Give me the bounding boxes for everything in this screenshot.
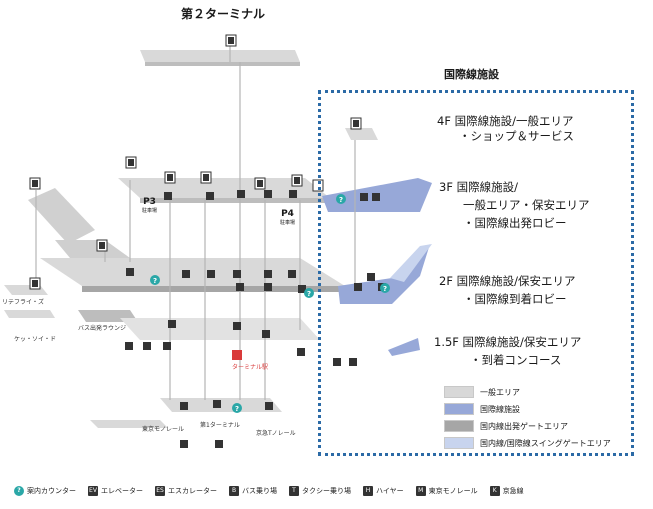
- legend-swatch-international: [444, 403, 474, 415]
- legend-label-international: 国際線施設: [480, 404, 520, 414]
- floor-1f-plate: [120, 318, 320, 340]
- floor-4f-desc: 4F 国際線施設/一般エリア ・ショップ＆サービス: [437, 114, 574, 144]
- floor-2f-ramp: [55, 240, 130, 258]
- icon-legend-hire-label: ハイヤー: [376, 487, 404, 495]
- parking-p3-name: P3: [143, 197, 156, 207]
- parking-p3-sub: 駐車場: [142, 208, 158, 214]
- floor-4f-plate: [345, 128, 378, 140]
- icon-legend-monorail: M 東京モノレール: [415, 486, 478, 496]
- parking-p4-sub: 駐車場: [280, 220, 296, 226]
- legend-label-swing-gate: 国内線/国際線スイングゲートエリア: [480, 438, 611, 448]
- svg-text:?: ?: [383, 285, 387, 293]
- elevator-icon: EV: [88, 486, 98, 496]
- legend-label-general: 一般エリア: [480, 387, 520, 397]
- icon-legend-bus-label: バス乗り場: [242, 487, 277, 495]
- international-box-title: 国際線施設: [444, 68, 499, 81]
- station-icon: [232, 350, 242, 360]
- icon-legend-taxi-label: タクシー乗り場: [302, 487, 351, 495]
- icon-legend-monorail-label: 東京モノレール: [428, 487, 478, 495]
- left-ramp: [28, 188, 95, 244]
- svg-text:?: ?: [153, 277, 157, 285]
- floor-2f-line-2: ・国際線到着ロビー: [463, 292, 567, 306]
- info-counter-icon: ?: [14, 486, 24, 496]
- icon-legend-bus: B バス乗り場: [229, 486, 277, 496]
- international-facilities-box: [318, 90, 634, 456]
- floor-3f-line-2: 一般エリア・保安エリア: [463, 198, 590, 212]
- taxi-icon: T: [289, 486, 299, 496]
- floor-3f-line-3: ・国際線出発ロビー: [463, 216, 567, 230]
- icon-legend-taxi: T タクシー乗り場: [289, 486, 351, 496]
- floor-1-5f-line-1: 1.5F 国際線施設/保安エリア: [434, 335, 582, 349]
- map-label-terminal1: 第1ターミナル: [200, 422, 240, 429]
- svg-text:?: ?: [235, 405, 239, 413]
- svg-text:?: ?: [339, 196, 343, 204]
- icon-legend-info: ? 案内カウンター: [14, 486, 76, 496]
- monorail-icon: M: [415, 486, 426, 496]
- floor-4f-line-2: ・ショップ＆サービス: [459, 129, 574, 143]
- map-label-station: ターミナル駅: [232, 364, 269, 371]
- keikyu-train-icon: K: [489, 486, 500, 496]
- top-floor-plate: [140, 50, 300, 62]
- floor-2f-plate-edge: [82, 286, 345, 292]
- page-title: 第２ターミナル: [181, 7, 266, 21]
- map-label-keikyu: 京急Tノレール: [256, 430, 296, 437]
- floor-3f-line-1: 3F 国際線施設/: [439, 180, 518, 194]
- icon-legend-hire: H ハイヤー: [363, 486, 404, 496]
- parking-p4-name: P4: [281, 209, 294, 219]
- floor-2f-plate-general: [40, 258, 345, 286]
- legend-general: 一般エリア: [444, 386, 520, 398]
- hire-car-icon: H: [363, 486, 373, 496]
- icon-legend-info-label: 案内カウンター: [27, 487, 76, 495]
- swing-gate-strip: [390, 244, 432, 282]
- left-plate-1: [4, 285, 48, 295]
- icon-legend-keikyu-label: 京急線: [502, 487, 524, 495]
- floor-1-5f-desc: 1.5F 国際線施設/保安エリア ・到着コンコース: [434, 335, 581, 368]
- svg-text:?: ?: [307, 290, 311, 298]
- floor-3f-plate-edge: [140, 198, 330, 203]
- icon-legend-escalator-label: エスカレーター: [168, 487, 217, 495]
- icon-legend-elevator-label: エレベーター: [101, 487, 143, 495]
- floor-2f-desc: 2F 国際線施設/保安エリア ・国際線到着ロビー: [439, 274, 575, 307]
- legend-swing-gate: 国内線/国際線スイングゲートエリア: [444, 437, 611, 449]
- icon-legend-elevator: EV エレベーター: [88, 486, 143, 496]
- floor-1-5f-line-2: ・到着コンコース: [470, 353, 562, 367]
- map-label-left3: ケッ・ソイ・ド: [14, 336, 57, 343]
- map-label-left1: リテフライ・ズ: [2, 299, 45, 306]
- floor-4f-line-1: 4F 国際線施設/一般エリア: [437, 114, 574, 128]
- legend-international: 国際線施設: [444, 403, 520, 415]
- legend-label-domestic-gate: 国内線出発ゲートエリア: [480, 421, 568, 431]
- map-label-left2: バス出発ラウンジ: [78, 325, 127, 332]
- top-floor-plate-edge: [145, 62, 300, 66]
- floor-1-5f-plate-international: [388, 338, 420, 356]
- parking-p3-label: P3 駐車場: [142, 198, 157, 216]
- legend-swatch-general: [444, 386, 474, 398]
- bottom-floor-plate-2: [90, 420, 168, 428]
- floor-2f-line-1: 2F 国際線施設/保安エリア: [439, 274, 576, 288]
- legend-swatch-domestic-gate: [444, 420, 474, 432]
- icon-legend-escalator: ES エスカレーター: [155, 486, 217, 496]
- bus-icon: B: [229, 486, 239, 496]
- icon-legend: ? 案内カウンター EV エレベーター ES エスカレーター B バス乗り場 T…: [14, 486, 643, 496]
- parking-p4-label: P4 駐車場: [280, 210, 295, 228]
- legend-domestic-gate: 国内線出発ゲートエリア: [444, 420, 568, 432]
- map-label-monorail: 東京モノレール: [142, 426, 185, 433]
- icon-legend-keikyu: K 京急線: [489, 486, 524, 496]
- escalator-icon: ES: [155, 486, 165, 496]
- floor-3f-desc: 3F 国際線施設/ 一般エリア・保安エリア ・国際線出発ロビー: [439, 180, 590, 231]
- legend-swatch-swing-gate: [444, 437, 474, 449]
- left-plate-2: [4, 310, 55, 318]
